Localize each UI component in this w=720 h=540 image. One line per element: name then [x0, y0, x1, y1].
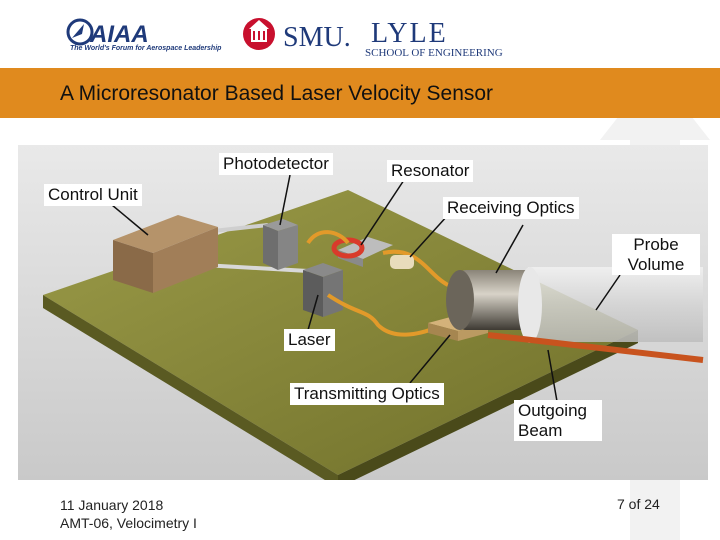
leader-resonator: [360, 176, 407, 246]
fiber-1: [306, 230, 350, 245]
school-text: SCHOOL OF ENGINEERING: [365, 47, 503, 58]
label-receiving-optics: Receiving Optics: [443, 197, 579, 219]
label-outgoing-beam-line1: Outgoing: [518, 401, 587, 420]
footer-date: 11 January 2018: [60, 497, 164, 513]
outgoing-beam: [487, 332, 704, 363]
label-resonator: Resonator: [387, 160, 474, 182]
label-probe-volume-line1: Probe: [633, 235, 679, 254]
rod-upper: [212, 223, 269, 233]
lyle-text: LYLE: [371, 18, 448, 49]
label-probe-volume-line2: Volume: [627, 254, 685, 274]
label-photodetector: Photodetector: [219, 153, 333, 175]
control-unit-top: [113, 215, 218, 253]
page-number: 7 of 24: [617, 496, 660, 512]
control-unit-side: [153, 227, 218, 293]
footer-course: AMT-06, Velocimetry I: [60, 515, 197, 532]
slide-title: A Microresonator Based Laser Velocity Se…: [60, 82, 494, 105]
probe-volume-tube: [528, 267, 703, 342]
receiving-optics-small: [390, 255, 414, 269]
leader-transmitting-optics: [409, 334, 451, 384]
label-laser: Laser: [284, 329, 335, 351]
leader-laser: [307, 294, 319, 331]
receiving-optics-lens-housing: [458, 270, 538, 330]
aiaa-logo-text: AIAA: [89, 21, 149, 48]
leader-receiving-optics-a: [409, 214, 449, 258]
footer-date-block: 11 January 2018 AMT-06, Velocimetry I: [60, 496, 197, 532]
leader-control-unit: [105, 199, 149, 236]
aiaa-tagline: The World's Forum for Aerospace Leadersh…: [70, 45, 222, 52]
leader-outgoing-beam: [547, 349, 559, 408]
control-unit-front: [113, 240, 153, 293]
label-outgoing-beam-line2: Beam: [518, 420, 563, 440]
label-control-unit: Control Unit: [44, 184, 142, 206]
leader-receiving-optics-b: [495, 224, 524, 274]
fiber-2: [382, 249, 449, 287]
label-transmitting-optics: Transmitting Optics: [290, 383, 444, 405]
leader-photodetector: [279, 174, 291, 226]
aiaa-logo: AIAA: [66, 18, 149, 48]
smu-lyle-logo: SMU. LYLE SCHOOL OF ENGINEERING: [243, 18, 503, 58]
title-band: [0, 68, 720, 118]
label-outgoing-beam: Outgoing Beam: [514, 400, 602, 442]
label-probe-volume: Probe Volume: [612, 234, 700, 276]
leader-probe-volume: [595, 274, 621, 311]
smu-text: SMU.: [283, 22, 351, 53]
fiber-3: [326, 293, 439, 337]
